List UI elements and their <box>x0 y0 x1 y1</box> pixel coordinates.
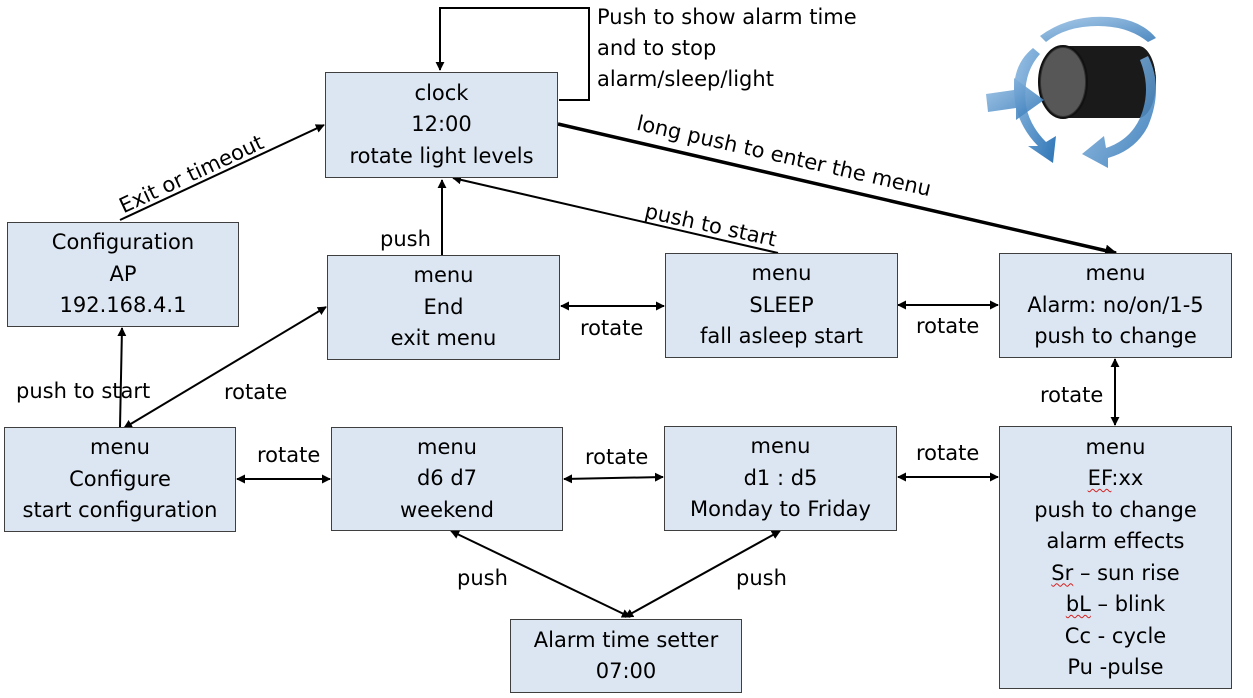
node-clock: clock 12:00 rotate light levels <box>325 72 558 178</box>
label-rotate-sleep-alarm: rotate <box>916 314 980 338</box>
node-line: d6 d7 <box>416 466 478 491</box>
node-line: 192.168.4.1 <box>59 293 187 318</box>
edge-long-push <box>557 122 1118 257</box>
node-line: rotate light levels <box>349 143 534 168</box>
node-line: fall asleep start <box>699 324 863 349</box>
edge-sleep-to-clock <box>452 175 779 254</box>
node-menu-effects: menu EF:xx push to change alarm effects … <box>999 426 1232 689</box>
node-menu-weekdays: menu d1 : d5 Monday to Friday <box>664 426 897 531</box>
node-line: menu <box>413 263 474 288</box>
node-menu-end: menu End exit menu <box>327 255 560 360</box>
node-line: clock <box>414 80 469 105</box>
node-line: EF:xx <box>1088 463 1144 495</box>
edge-weekend-weekdays <box>563 472 664 484</box>
label-push-weekdays: push <box>736 566 787 590</box>
node-configuration-ap: Configuration AP 192.168.4.1 <box>7 222 239 327</box>
node-line-rest: :xx <box>1111 466 1144 490</box>
spellcheck-word: EF <box>1087 466 1112 490</box>
node-line: SLEEP <box>749 292 814 317</box>
node-line: bL – blink <box>1066 589 1165 621</box>
edge-weekend-setter <box>450 530 631 618</box>
node-line: Pu -pulse <box>1067 655 1164 679</box>
label-rotate-weekend-weekdays: rotate <box>585 445 649 469</box>
label-rotate-config-end: rotate <box>224 380 288 404</box>
node-line: menu <box>90 435 150 460</box>
label-line: alarm/sleep/light <box>597 67 774 91</box>
node-line: Alarm: no/on/1-5 <box>1027 292 1204 317</box>
edge-exit-timeout <box>119 124 325 221</box>
label-rotate-config-weekend: rotate <box>257 443 321 467</box>
edge-weekdays-setter <box>624 530 781 618</box>
label-rotate-end-sleep: rotate <box>580 316 644 340</box>
node-line: push to change <box>1034 497 1197 522</box>
node-menu-weekend: menu d6 d7 weekend <box>331 427 563 531</box>
label-push-weekend: push <box>457 566 508 590</box>
node-line: menu <box>417 434 477 459</box>
label-push-end: push <box>380 227 431 251</box>
label-rotate-weekdays-effects: rotate <box>916 441 980 465</box>
node-line: menu <box>751 261 812 286</box>
node-line: Alarm time setter <box>533 627 719 652</box>
node-menu-configure: menu Configure start configuration <box>4 427 236 532</box>
node-line: AP <box>109 261 137 286</box>
node-line: Configure <box>69 466 171 491</box>
edge-configure-end <box>123 306 327 429</box>
label-push-start-config: push to start <box>16 379 151 403</box>
node-line-rest: – blink <box>1090 592 1166 616</box>
node-line: menu <box>1085 434 1146 459</box>
edge-configure-to-ap <box>117 327 127 428</box>
node-menu-sleep: menu SLEEP fall asleep start <box>665 253 898 358</box>
label-clock-push: Push to show alarm time and to stop alar… <box>597 2 857 95</box>
node-line: menu <box>1085 261 1146 286</box>
spellcheck-word: bL <box>1065 592 1091 616</box>
node-line: menu <box>750 434 811 459</box>
node-line: push to change <box>1034 324 1197 349</box>
node-line: exit menu <box>390 326 497 351</box>
node-menu-alarm: menu Alarm: no/on/1-5 push to change <box>999 253 1232 358</box>
label-rotate-alarm-effects: rotate <box>1040 383 1104 407</box>
label-line: and to stop <box>597 36 717 60</box>
node-line: End <box>423 294 464 319</box>
node-line: Monday to Friday <box>690 497 871 522</box>
rotary-encoder-icon <box>986 16 1156 168</box>
node-line: Configuration <box>51 230 195 255</box>
node-line: weekend <box>400 497 494 522</box>
node-line: Sr – sun rise <box>1051 558 1179 590</box>
node-line: start configuration <box>22 498 218 523</box>
node-alarm-time-setter: Alarm time setter 07:00 <box>510 619 742 693</box>
node-line: 07:00 <box>595 659 657 683</box>
node-line: alarm effects <box>1046 529 1185 553</box>
node-line: d1 : d5 <box>743 465 818 490</box>
node-line-rest: – sun rise <box>1073 560 1180 585</box>
edge-clock-self-loop <box>435 7 590 101</box>
node-line: Cc - cycle <box>1064 623 1167 648</box>
label-line: Push to show alarm time <box>597 5 857 29</box>
spellcheck-word: Sr <box>1051 560 1074 585</box>
node-line: 12:00 <box>411 112 472 137</box>
